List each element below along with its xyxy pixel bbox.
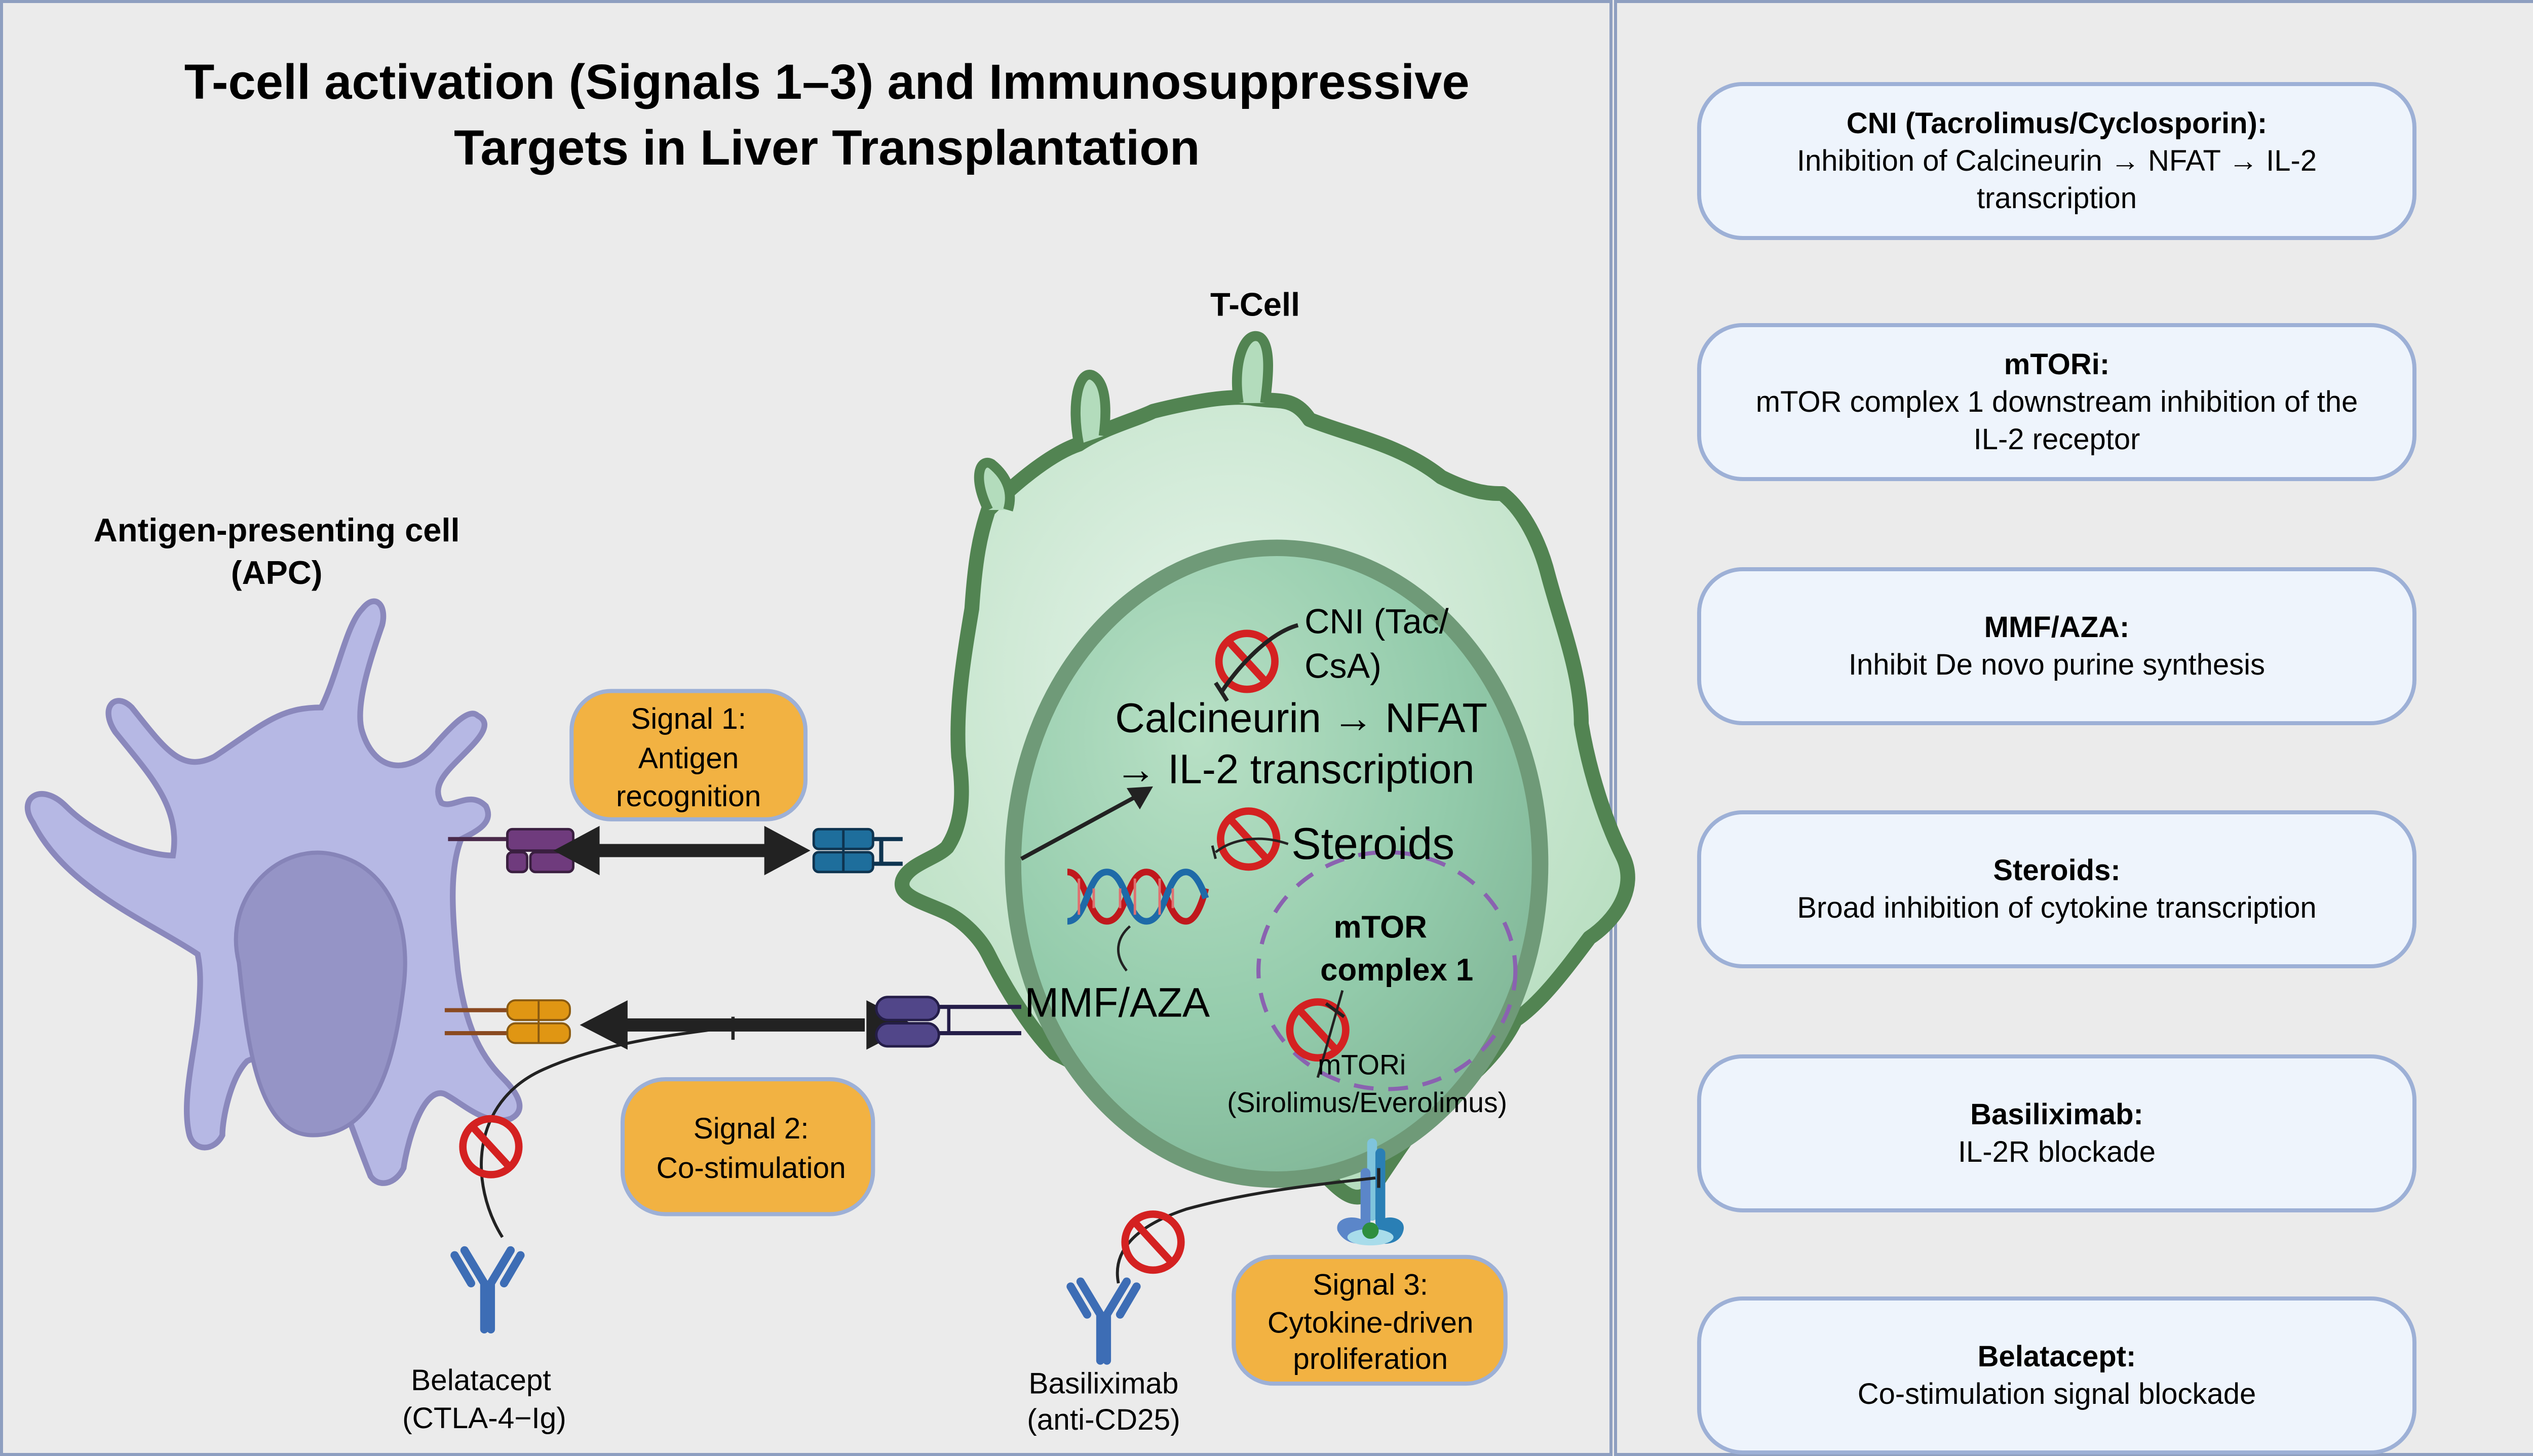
steroids-inhibitor: Steroids (1211, 811, 1454, 869)
basiliximab-antibody-icon (1070, 1282, 1136, 1361)
signal-2-line-2: Co-stimulation (657, 1152, 846, 1185)
basiliximab-drug: Basiliximab (anti-CD25) (1027, 1168, 1380, 1436)
signal-2-line-1: Signal 2: (694, 1112, 809, 1145)
pathway-line-1: Calcineurin → NFAT (1115, 695, 1487, 741)
figure-title: T-cell activation (Signals 1–3) and Immu… (184, 54, 1470, 175)
signal-1-line-2: Antigen (638, 742, 739, 775)
drug-box-mmf: MMF/AZA: Inhibit De novo purine synthesi… (1697, 567, 2416, 725)
t-cell-nucleus (1005, 539, 1549, 1188)
activation-arrow (1020, 794, 1138, 861)
cni-label-line-2: CsA) (1304, 647, 1381, 685)
dna-icon (1066, 869, 1209, 925)
apc-label-line-1: Antigen-presenting cell (94, 511, 460, 548)
mtori-label-line-2: (Sirolimus/Everolimus) (1227, 1087, 1507, 1118)
drug-box-steroids: Steroids: Broad inhibition of cytokine t… (1697, 810, 2416, 968)
title-line-1: T-cell activation (Signals 1–3) and Immu… (184, 54, 1470, 109)
drug-box-title: MMF/AZA: (1984, 611, 2130, 644)
belatacept-drug: Belatacept (CTLA-4−Ig) (402, 1016, 735, 1435)
drug-box-cni: CNI (Tacrolimus/Cyclosporin): Inhibition… (1697, 82, 2416, 240)
cni-inhibitor: CNI (Tac/ CsA) (1214, 603, 1449, 702)
drug-box-desc: Inhibit De novo purine synthesis (1848, 648, 2266, 681)
belatacept-label-line-1: Belatacept (411, 1364, 551, 1397)
belatacept-inhibit-icon (463, 1119, 519, 1174)
drug-box-basiliximab: Basiliximab: IL-2R blockade (1697, 1054, 2416, 1212)
signal-1-interaction (448, 825, 903, 876)
drug-box-desc: IL-2R blockade (1958, 1135, 2156, 1168)
drug-box-desc: mTOR complex 1 downstream inhibition of … (1755, 385, 2358, 456)
drug-box-title: Basiliximab: (1970, 1098, 2143, 1131)
signal-3-line-2: Cytokine-driven (1268, 1306, 1474, 1339)
signal-3-box: Signal 3: Cytokine-driven proliferation (1232, 1254, 1508, 1386)
drug-box-belatacept: Belatacept: Co-stimulation signal blocka… (1697, 1296, 2416, 1454)
drug-box-title: Belatacept: (1977, 1340, 2136, 1373)
basiliximab-label-line-2: (anti-CD25) (1027, 1403, 1180, 1436)
t-cell-label: T-Cell (1210, 286, 1300, 323)
belatacept-antibody-icon (454, 1250, 520, 1329)
mtor-label-line-1: mTOR (1334, 910, 1427, 945)
mtori-label-line-1: mTORi (1318, 1049, 1406, 1080)
drug-box-title: Steroids: (1993, 854, 2121, 887)
mtor-complex-boundary (1256, 850, 1518, 1091)
signal-1-box: Signal 1: Antigen recognition (569, 689, 808, 821)
antigen-presenting-cell (24, 598, 523, 1186)
t-cell (895, 331, 1635, 1205)
mtor-label-line-2: complex 1 (1320, 953, 1473, 988)
apc-nucleus (234, 850, 407, 1137)
drug-box-desc: Broad inhibition of cytokine transcripti… (1797, 891, 2317, 924)
mhc-molecule (506, 828, 574, 852)
drug-box-desc: Inhibition of Calcineurin → NFAT → IL-2 … (1796, 144, 2317, 215)
mmf-inhibit-line (1117, 925, 1131, 972)
drug-box-title: CNI (Tacrolimus/Cyclosporin): (1846, 107, 2268, 140)
drug-box-title: mTORi: (2004, 348, 2110, 381)
signal-2-interaction (444, 996, 1021, 1050)
pathway-line-2: → IL-2 transcription (1115, 746, 1474, 792)
belatacept-label-line-2: (CTLA-4−Ig) (402, 1402, 566, 1435)
legend-panel (1614, 0, 2533, 1456)
signal-1-line-1: Signal 1: (631, 702, 746, 735)
drug-box-mtori: mTORi: mTOR complex 1 downstream inhibit… (1697, 323, 2416, 481)
mmf-label: MMF/AZA (1024, 980, 1210, 1026)
cni-label-line-1: CNI (Tac/ (1304, 603, 1449, 641)
title-line-2: Targets in Liver Transplantation (454, 120, 1200, 175)
signal-3-line-3: proliferation (1293, 1343, 1448, 1375)
apc-label-line-2: (APC) (231, 554, 323, 591)
signal-3-line-1: Signal 3: (1313, 1269, 1428, 1302)
signal-1-line-3: recognition (616, 780, 761, 813)
mtori-inhibitor: mTORi (Sirolimus/Everolimus) (1227, 990, 1507, 1118)
signal-2-box: Signal 2: Co-stimulation (620, 1077, 875, 1216)
drug-box-desc: Co-stimulation signal blockade (1857, 1378, 2256, 1410)
steroids-label: Steroids (1291, 819, 1454, 869)
cd28-receptor (875, 996, 940, 1021)
basiliximab-label-line-1: Basiliximab (1028, 1367, 1178, 1400)
